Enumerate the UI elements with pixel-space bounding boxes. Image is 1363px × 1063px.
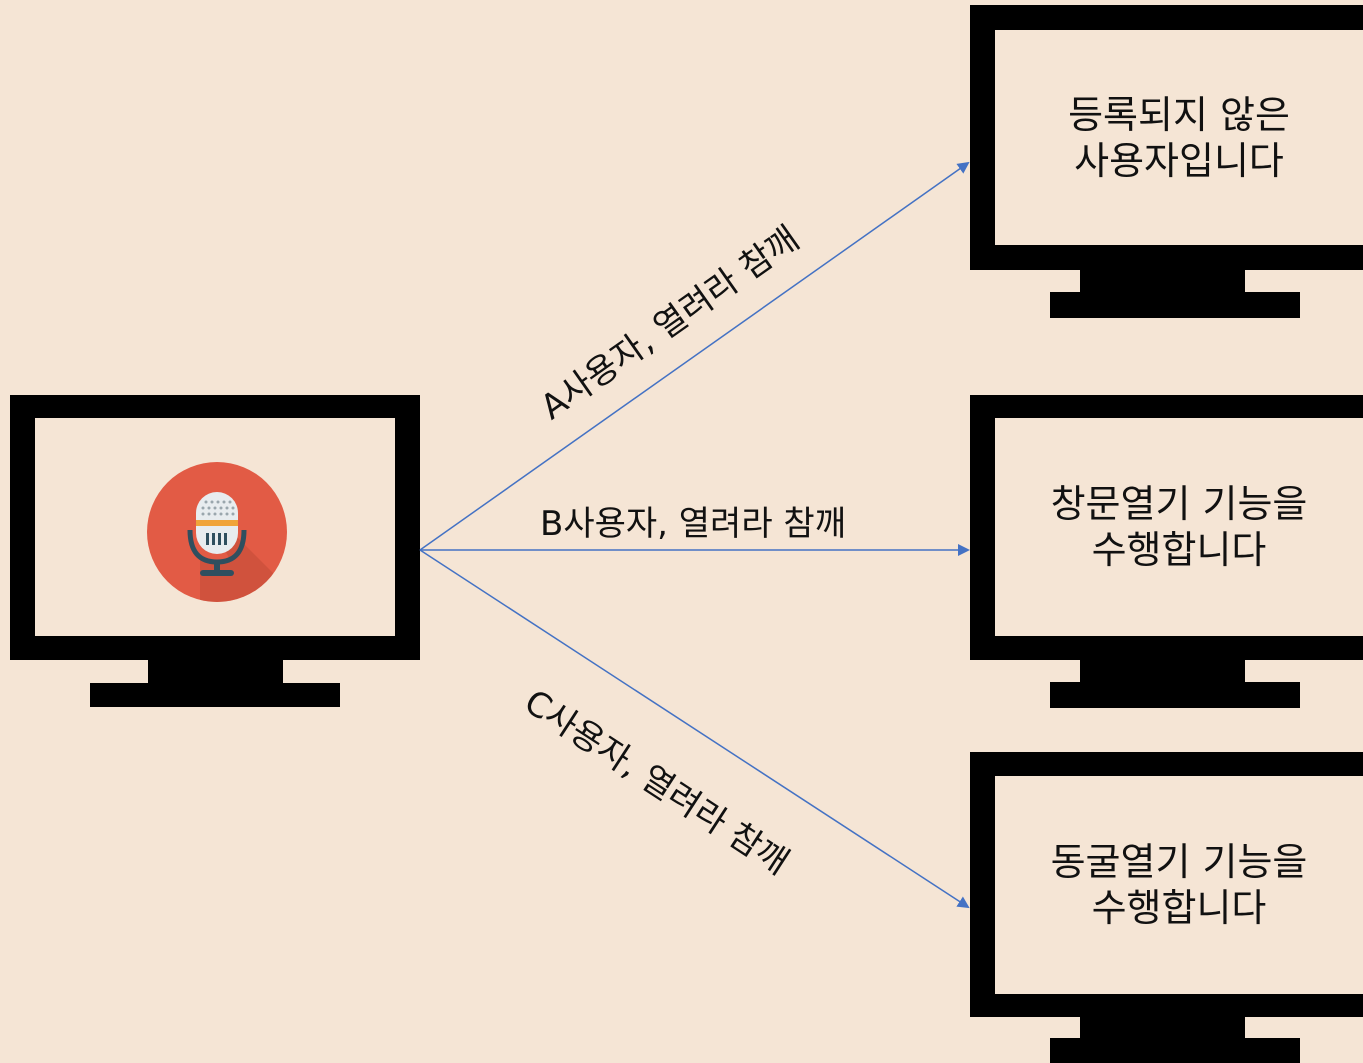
screen-text-line2: 사용자입니다 [1074,138,1284,183]
screen-text-unregistered: 등록되지 않은 사용자입니다 [995,30,1363,245]
target-monitor-window-open [970,395,1363,708]
screen-text-line2: 수행합니다 [1091,886,1267,930]
arrow-a [419,161,970,551]
screen-text-line1: 등록되지 않은 [1068,92,1290,137]
target-monitor-cave-open [970,752,1363,1063]
screen-text-line1: 창문열기 기능을 [1050,482,1308,526]
screen-text-line2: 수행합니다 [1091,528,1267,572]
arrow-label-b: B사용자, 열려라 참깨 [540,504,846,544]
screen-text-window-open: 창문열기 기능을 수행합니다 [995,418,1363,636]
arrow-c [419,549,970,909]
screen-text-line1: 동굴열기 기능을 [1050,840,1308,884]
target-monitor-unregistered [970,5,1363,318]
screen-text-cave-open: 동굴열기 기능을 수행합니다 [995,776,1363,994]
